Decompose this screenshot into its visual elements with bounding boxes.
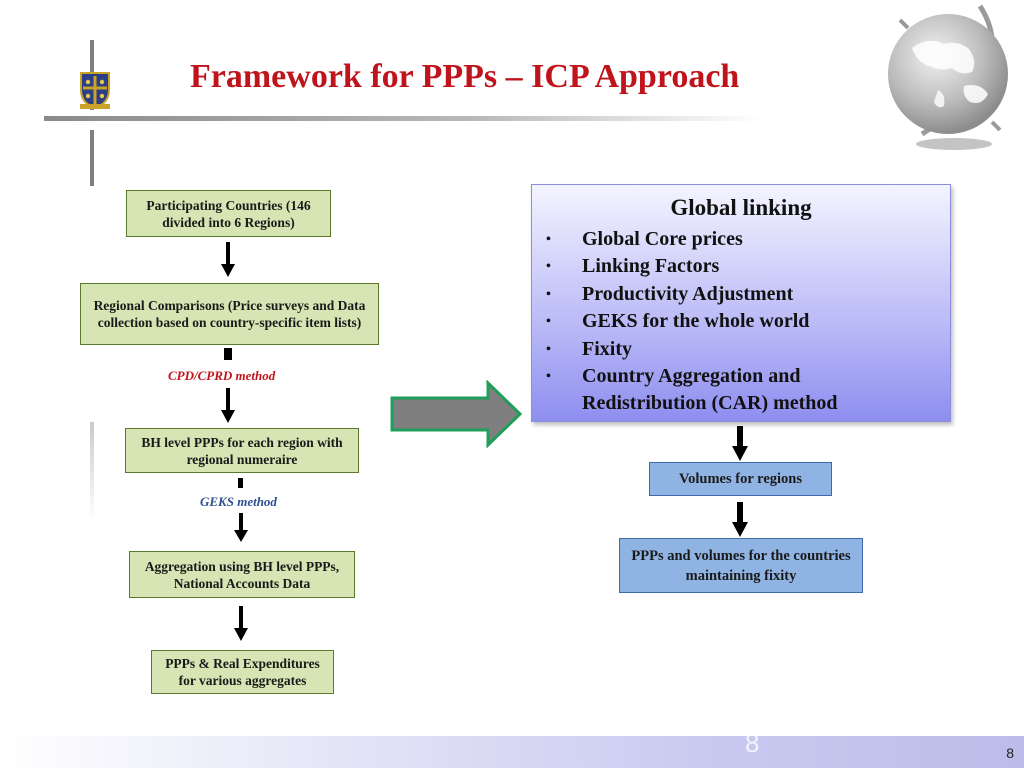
list-item: •GEKS for the whole world	[532, 308, 950, 335]
arrow-down-icon	[220, 388, 236, 424]
vertical-rule-faded	[90, 422, 94, 522]
footer-band	[0, 736, 1024, 768]
big-right-arrow-icon	[389, 379, 523, 449]
ghost-page-number: 8	[745, 728, 760, 758]
vertical-rule-mid	[90, 130, 94, 186]
box-regional-comparisons: Regional Comparisons (Price surveys and …	[80, 283, 379, 345]
global-linking-list: •Global Core prices •Linking Factors •Pr…	[532, 226, 950, 418]
bullet-icon: •	[546, 232, 551, 247]
title-underline	[44, 116, 764, 121]
list-item: •Productivity Adjustment	[532, 281, 950, 308]
list-item: •Fixity	[532, 336, 950, 363]
box-aggregation: Aggregation using BH level PPPs, Nationa…	[129, 551, 355, 598]
arrow-down-icon	[233, 513, 249, 543]
box-volumes-for-regions: Volumes for regions	[649, 462, 832, 496]
slide-title: Framework for PPPs – ICP Approach	[190, 58, 740, 95]
box-bh-level-ppps: BH level PPPs for each region with regio…	[125, 428, 359, 473]
bullet-icon: •	[546, 314, 551, 330]
arrow-down-icon	[233, 606, 249, 642]
global-linking-box: Global linking •Global Core prices •Link…	[531, 184, 951, 422]
arrow-down-icon	[732, 502, 748, 538]
method-label-geks: GEKS method	[200, 494, 277, 509]
box-ppps-real-expenditures: PPPs & Real Expenditures for various agg…	[151, 650, 334, 694]
bullet-icon: •	[546, 341, 551, 357]
arrow-down-icon	[220, 242, 236, 278]
box-participating-countries: Participating Countries (146 divided int…	[126, 190, 331, 237]
connector-segment	[224, 348, 232, 360]
global-linking-title: Global linking	[670, 195, 812, 220]
box-ppps-volumes-fixity: PPPs and volumes for the countries maint…	[619, 538, 863, 593]
list-item: •Linking Factors	[532, 253, 950, 280]
bullet-icon: •	[546, 286, 551, 302]
bullet-icon: •	[546, 369, 551, 385]
method-label-cpd: CPD/CPRD method	[168, 368, 276, 383]
list-item: •Global Core prices	[532, 226, 950, 253]
bullet-icon: •	[546, 259, 551, 275]
list-item: •Country Aggregation and Redistribution …	[546, 365, 838, 415]
globe-icon	[882, 2, 1018, 152]
university-crest-icon	[78, 70, 112, 110]
arrow-down-icon	[732, 426, 748, 462]
page-number: 8	[1006, 745, 1014, 761]
connector-segment	[238, 478, 243, 488]
